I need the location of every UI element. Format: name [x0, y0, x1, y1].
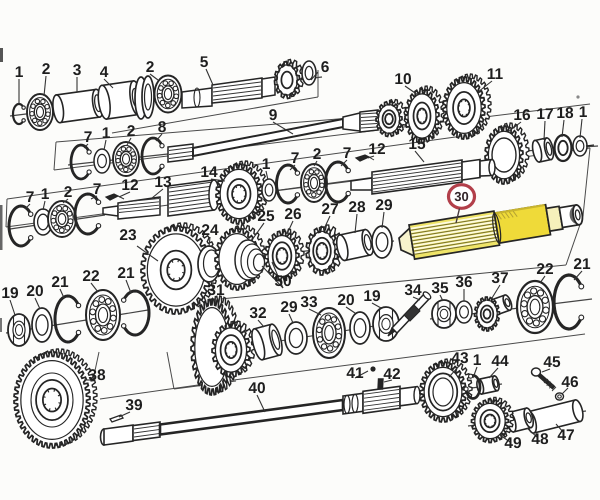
- svg-text:2: 2: [146, 59, 155, 76]
- svg-text:45: 45: [543, 354, 561, 371]
- svg-text:12: 12: [121, 177, 138, 194]
- svg-text:20: 20: [26, 283, 43, 300]
- svg-text:37: 37: [491, 270, 508, 287]
- svg-text:2: 2: [313, 146, 322, 163]
- svg-text:34: 34: [404, 282, 422, 299]
- svg-text:24: 24: [201, 222, 219, 239]
- svg-text:14: 14: [200, 164, 218, 181]
- svg-text:29: 29: [375, 197, 393, 214]
- svg-text:47: 47: [557, 427, 574, 444]
- svg-text:25: 25: [257, 208, 275, 225]
- svg-text:19: 19: [363, 288, 381, 305]
- svg-text:12: 12: [368, 141, 385, 158]
- svg-text:43: 43: [451, 350, 469, 367]
- svg-text:11: 11: [487, 66, 504, 83]
- svg-text:42: 42: [383, 366, 400, 383]
- svg-text:22: 22: [536, 261, 553, 278]
- svg-text:48: 48: [531, 431, 549, 448]
- svg-text:44: 44: [491, 353, 509, 370]
- svg-text:29: 29: [280, 299, 298, 316]
- svg-text:7: 7: [26, 189, 35, 206]
- svg-text:26: 26: [284, 206, 302, 223]
- svg-text:4: 4: [100, 64, 109, 81]
- svg-text:9: 9: [269, 107, 278, 124]
- svg-text:3: 3: [73, 62, 82, 79]
- svg-text:21: 21: [117, 265, 135, 282]
- svg-text:1: 1: [102, 125, 111, 142]
- svg-text:27: 27: [321, 201, 338, 218]
- svg-text:39: 39: [125, 397, 143, 414]
- svg-text:30: 30: [454, 189, 468, 204]
- svg-text:1: 1: [41, 186, 50, 203]
- svg-text:20: 20: [337, 292, 354, 309]
- svg-text:1: 1: [262, 156, 271, 173]
- svg-text:5: 5: [200, 54, 209, 71]
- svg-text:49: 49: [504, 435, 522, 452]
- svg-text:1: 1: [15, 64, 24, 81]
- svg-text:17: 17: [536, 106, 553, 123]
- svg-text:13: 13: [154, 174, 172, 191]
- svg-text:40: 40: [248, 380, 265, 397]
- svg-text:1: 1: [473, 352, 482, 369]
- svg-text:38: 38: [88, 367, 106, 384]
- svg-text:31: 31: [207, 282, 225, 299]
- svg-text:7: 7: [93, 181, 102, 198]
- svg-text:23: 23: [119, 227, 137, 244]
- svg-text:8: 8: [158, 119, 167, 136]
- svg-text:2: 2: [64, 184, 73, 201]
- svg-text:7: 7: [291, 150, 300, 167]
- svg-text:7: 7: [343, 145, 352, 162]
- svg-text:15: 15: [408, 136, 426, 153]
- svg-text:2: 2: [127, 123, 136, 140]
- svg-text:19: 19: [1, 285, 19, 302]
- svg-text:35: 35: [431, 280, 449, 297]
- svg-text:16: 16: [513, 107, 531, 124]
- svg-text:10: 10: [394, 71, 411, 88]
- svg-text:18: 18: [556, 105, 574, 122]
- svg-text:50: 50: [274, 273, 291, 290]
- svg-text:33: 33: [300, 294, 318, 311]
- svg-text:1: 1: [579, 104, 588, 121]
- svg-text:21: 21: [573, 256, 591, 273]
- svg-text:32: 32: [249, 305, 266, 322]
- svg-text:46: 46: [561, 374, 579, 391]
- svg-text:28: 28: [348, 199, 366, 216]
- svg-text:36: 36: [455, 274, 473, 291]
- svg-text:21: 21: [51, 274, 69, 291]
- svg-text:2: 2: [42, 61, 51, 78]
- svg-text:6: 6: [321, 59, 330, 76]
- svg-text:22: 22: [82, 268, 99, 285]
- svg-text:7: 7: [84, 129, 93, 146]
- svg-text:41: 41: [346, 365, 364, 382]
